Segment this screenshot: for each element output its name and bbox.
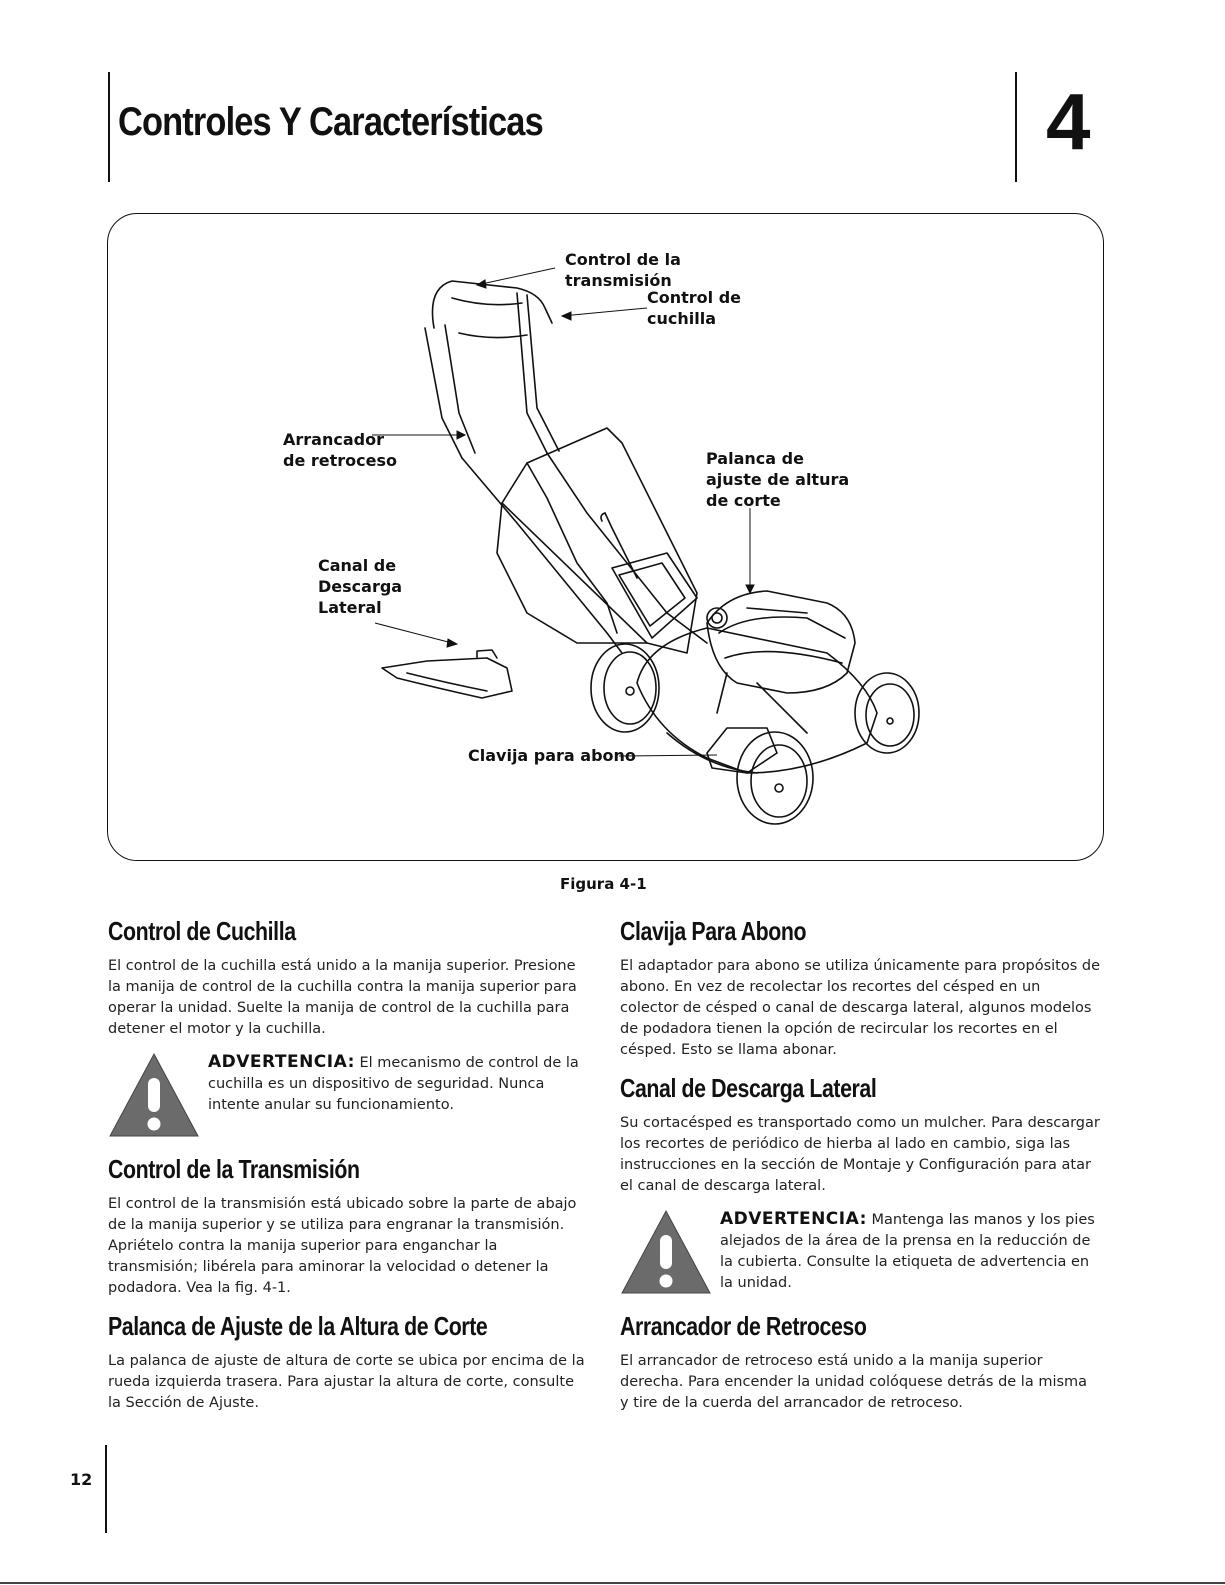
section-heading-height-lever: Palanca de Ajuste de la Altura de Corte [108,1311,488,1341]
page-title: Controles Y Características [118,100,544,144]
section-heading-mulch-plug: Clavija Para Abono [620,916,807,946]
callout-transmission-control: Control de la transmisión [565,250,681,290]
header-right-rule [1015,72,1017,182]
warning-label: ADVERTENCIA: [720,1209,867,1229]
section-heading-recoil-starter: Arrancador de Retroceso [620,1311,867,1341]
right-column: Clavija Para Abono El adaptador para abo… [620,916,1100,1426]
warning-triangle-icon [109,1052,199,1137]
section-body-recoil-starter: El arrancador de retroceso está unido a … [620,1353,1088,1411]
warning-message: Mantenga las manos y los pies alejados d… [720,1212,1095,1291]
warning-text: ADVERTENCIA: Mantenga las manos y los pi… [720,1209,1100,1294]
section-body-height-lever: La palanca de ajuste de altura de corte … [108,1353,585,1411]
section-body-blade-control: El control de la cuchilla está unido a l… [108,958,577,1037]
section-body-transmission-control: El control de la transmisión está ubicad… [108,1196,577,1296]
page-number: 12 [70,1470,93,1489]
callout-side-discharge-chute: Canal de Descarga Lateral [318,556,403,617]
footer-rule [105,1445,107,1533]
figure-caption: Figura 4-1 [560,875,647,893]
header-left-rule [108,72,110,182]
warning-label: ADVERTENCIA: [208,1052,355,1072]
callout-recoil-starter: Arrancador de retroceso [283,430,397,470]
callout-mulch-plug: Clavija para abono [468,746,636,765]
section-body-mulch-plug: El adaptador para abono se utiliza única… [620,958,1101,1058]
warning-side-chute: ADVERTENCIA: Mantenga las manos y los pi… [620,1209,1100,1301]
chapter-number: 4 [1046,77,1091,166]
section-body-side-chute: Su cortacésped es transportado como un m… [620,1115,1100,1194]
warning-blade-control: ADVERTENCIA: El mecanismo de control de … [108,1052,588,1144]
lawn-mower-illustration [372,267,920,825]
warning-message: El mecanismo de control de la cuchilla e… [208,1055,579,1113]
section-heading-transmission-control: Control de la Transmisión [108,1154,360,1184]
callout-height-lever: Palanca de ajuste de altura de corte [706,449,850,510]
figure-frame [107,213,1104,861]
section-heading-blade-control: Control de Cuchilla [108,916,296,946]
callout-blade-control: Control de cuchilla [647,288,742,328]
bottom-edge-line [0,1582,1225,1584]
warning-triangle-icon [621,1209,711,1294]
warning-text: ADVERTENCIA: El mecanismo de control de … [208,1052,588,1116]
section-heading-side-chute: Canal de Descarga Lateral [620,1073,877,1103]
left-column: Control de Cuchilla El control de la cuc… [108,916,588,1426]
